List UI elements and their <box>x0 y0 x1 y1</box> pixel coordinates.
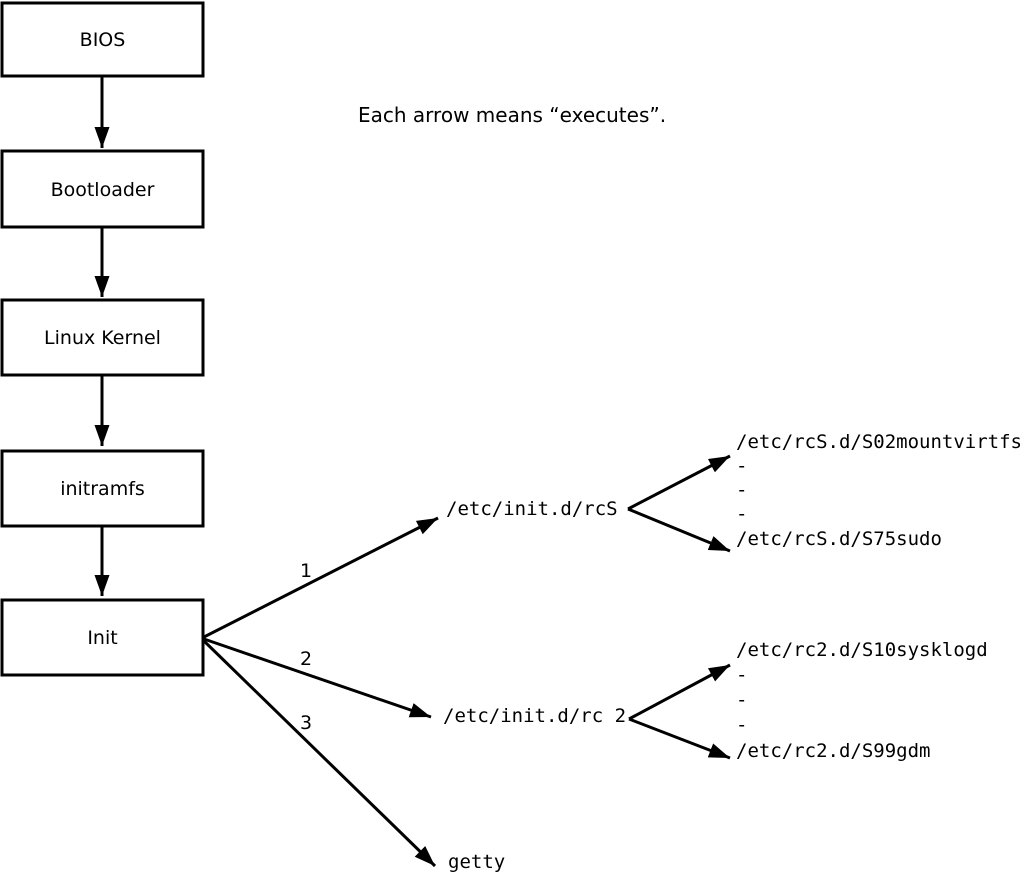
node-s75sudo: /etc/rcS.d/S75sudo <box>736 528 942 550</box>
rc2-ellipsis-dash-2: - <box>736 689 747 711</box>
note-text: Each arrow means “executes”. <box>358 103 666 127</box>
box-linux-kernel-label: Linux Kernel <box>44 327 161 349</box>
branch-2-number: 2 <box>300 648 312 670</box>
arrow-init-to-rc2 <box>203 637 432 719</box>
box-init-rect <box>0 598 205 677</box>
arrow-init-to-rcs <box>203 516 439 639</box>
rcs-ellipsis-dash-3: - <box>736 503 747 525</box>
box-initramfs: initramfs <box>0 449 205 528</box>
arrow-rcs-to-s75sudo <box>627 507 731 553</box>
node-s02mountvirtfs: /etc/rcS.d/S02mountvirtfs <box>736 431 1022 453</box>
arrow-init-to-getty <box>202 639 437 868</box>
box-linux-kernel-rect <box>0 298 205 377</box>
box-linux-kernel: Linux Kernel <box>0 298 205 377</box>
box-bios-rect <box>0 1 205 78</box>
box-init-label: Init <box>87 627 117 649</box>
box-bios-label: BIOS <box>80 29 126 51</box>
node-init-d-rcs: /etc/init.d/rcS <box>446 498 618 520</box>
rcs-script-list: /etc/rcS.d/S02mountvirtfs - - - /etc/rcS… <box>736 431 1022 550</box>
node-s10sysklogd: /etc/rc2.d/S10sysklogd <box>736 639 988 661</box>
rc2-ellipsis-dash-1: - <box>736 664 747 686</box>
arrow-rc2-to-s99gdm <box>628 717 731 760</box>
rc2-script-list: /etc/rc2.d/S10sysklogd - - - /etc/rc2.d/… <box>736 639 988 762</box>
box-bootloader: Bootloader <box>0 149 205 229</box>
arrow-rc2-to-s10sysklogd <box>628 663 731 721</box>
node-getty: getty <box>448 851 505 873</box>
rcs-ellipsis-dash-2: - <box>736 479 747 501</box>
box-bootloader-rect <box>0 149 205 229</box>
box-initramfs-label: initramfs <box>60 478 145 500</box>
node-init-d-rc2: /etc/init.d/rc 2 <box>443 705 626 727</box>
branch-1-number: 1 <box>300 560 312 582</box>
arrow-rcs-to-s02mountvirtfs <box>627 454 731 511</box>
box-init: Init <box>0 598 205 677</box>
branch-3-number: 3 <box>300 712 312 734</box>
rc2-ellipsis-dash-3: - <box>736 714 747 736</box>
rcs-ellipsis-dash-1: - <box>736 455 747 477</box>
box-bios: BIOS <box>0 1 205 78</box>
box-bootloader-label: Bootloader <box>51 179 155 201</box>
node-s99gdm: /etc/rc2.d/S99gdm <box>736 740 930 762</box>
